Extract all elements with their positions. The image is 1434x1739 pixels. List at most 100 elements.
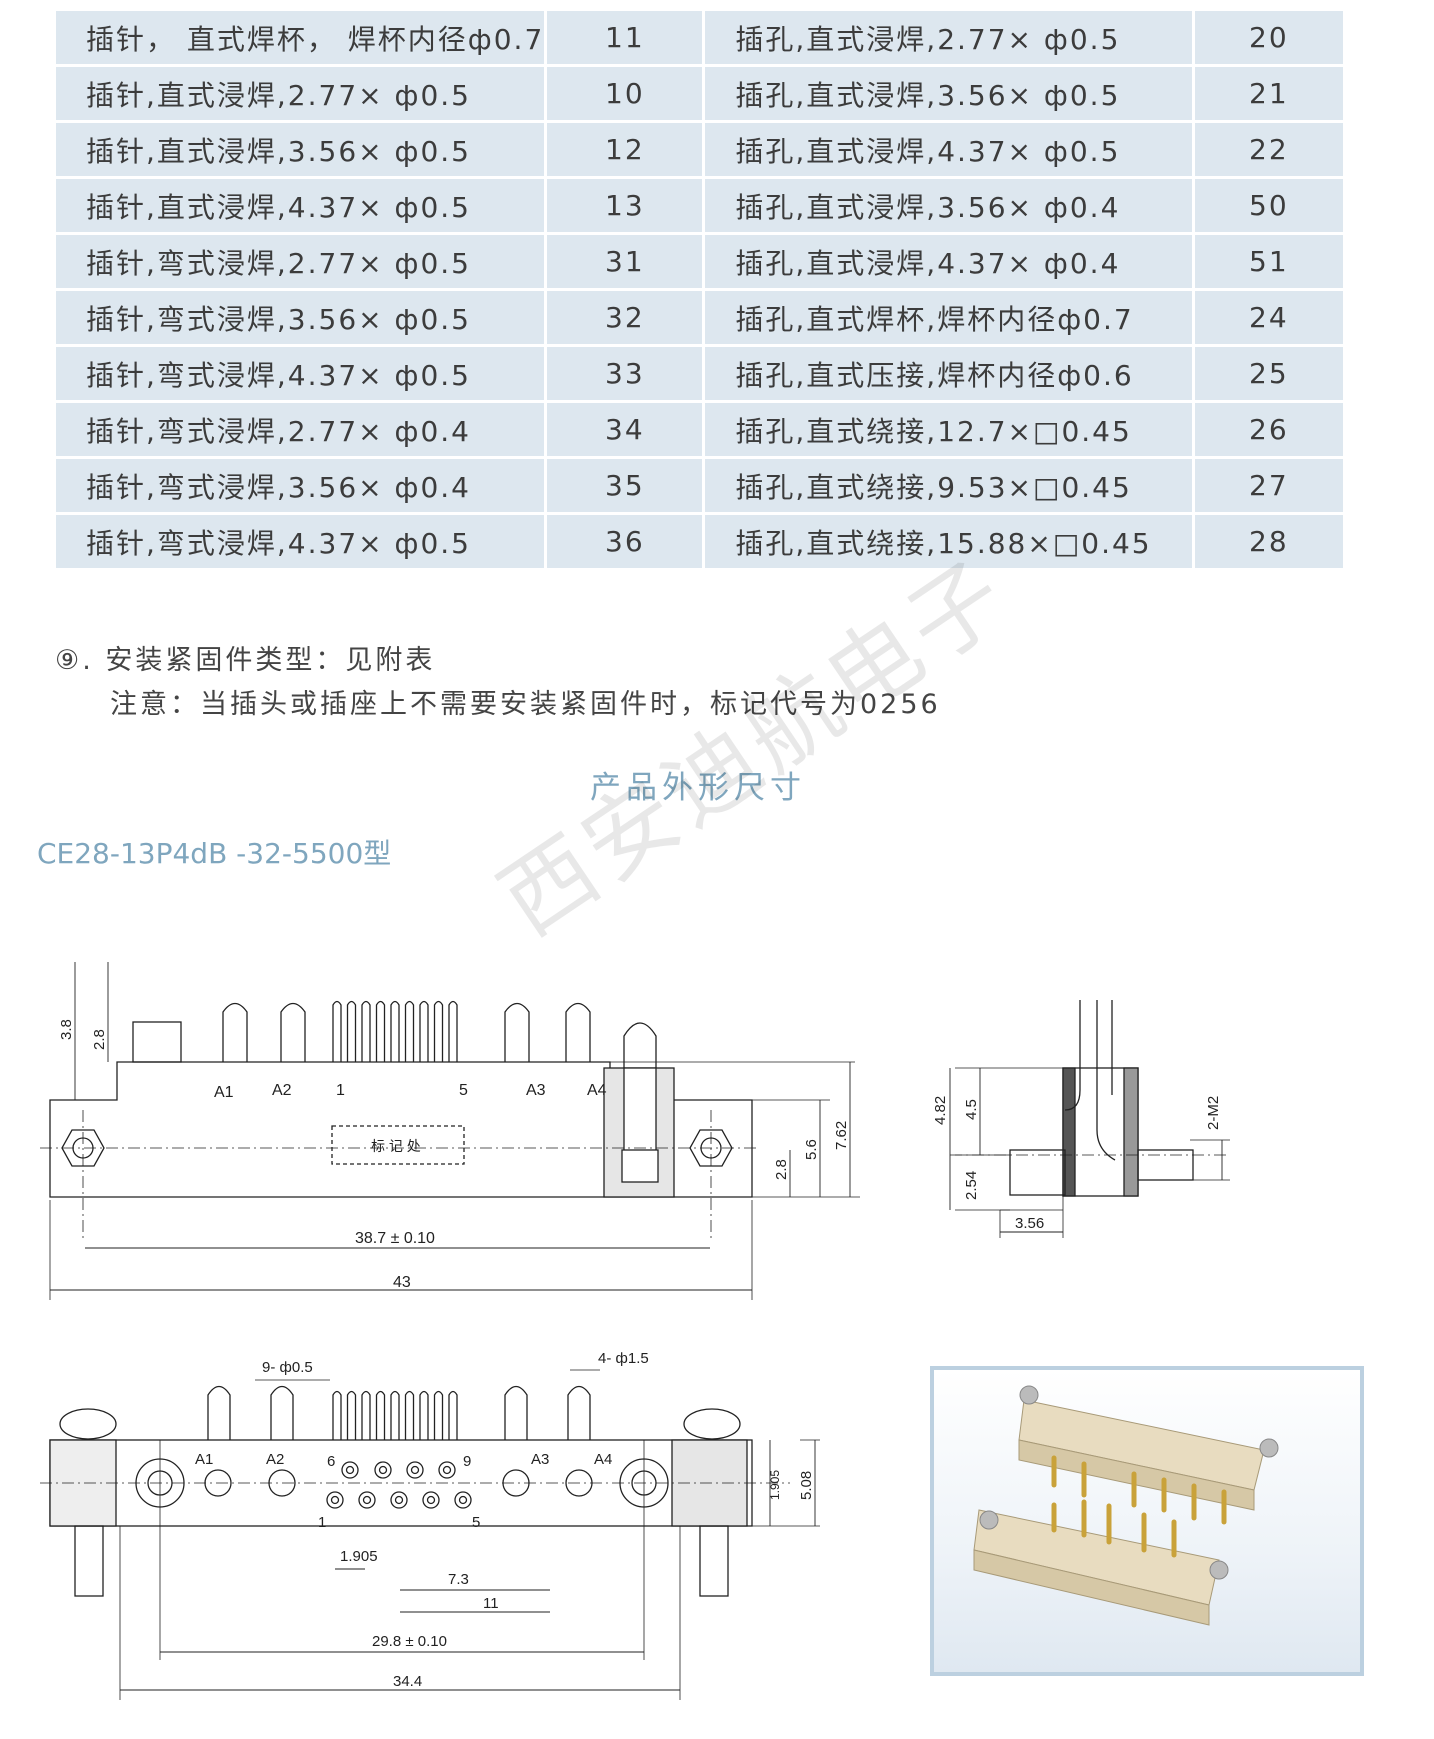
cell-description: 插针,弯式浸焊,3.56× ф0.4 <box>52 456 548 515</box>
cell-description: 插孔,直式绕接,15.88×□0.45 <box>702 512 1195 571</box>
cell-description: 插孔,直式浸焊,4.37× ф0.4 <box>702 232 1195 291</box>
contact-hole <box>454 1491 472 1509</box>
bottom-pin-label-a3: A3 <box>531 1451 549 1468</box>
signal-pin-bottom <box>361 1390 371 1440</box>
dim-4-phi: 4- ф1.5 <box>598 1350 649 1367</box>
cell-code: 26 <box>1191 400 1347 459</box>
cell-code: 32 <box>544 288 706 347</box>
cell-code: 27 <box>1191 456 1347 515</box>
cell-code: 36 <box>544 512 706 571</box>
bottom-pin-label-a4: A4 <box>594 1451 612 1468</box>
signal-pin <box>448 1000 458 1062</box>
cell-description: 插孔,直式焊杯,焊杯内径ф0.7 <box>702 288 1195 347</box>
cell-description: 插针,弯式浸焊,4.37× ф0.5 <box>52 512 548 571</box>
cell-description: 插针,弯式浸焊,2.77× ф0.5 <box>52 232 548 291</box>
cell-code: 24 <box>1191 288 1347 347</box>
cell-code: 28 <box>1191 512 1347 571</box>
dim-9-phi: 9- ф0.5 <box>262 1359 313 1376</box>
signal-pin <box>433 1000 444 1062</box>
signal-pin <box>404 1000 415 1062</box>
cell-code: 21 <box>1191 64 1347 123</box>
cell-description: 插孔,直式浸焊,4.37× ф0.5 <box>702 120 1195 179</box>
note-item9-detail: 注意：当插头或插座上不需要安装紧固件时，标记代号为0256 <box>110 689 941 720</box>
signal-pin-bottom <box>448 1390 458 1440</box>
cell-description: 插孔,直式浸焊,2.77× ф0.5 <box>702 8 1195 67</box>
cell-code: 34 <box>544 400 706 459</box>
signal-pin <box>346 1000 357 1062</box>
cell-code: 51 <box>1191 232 1347 291</box>
bottom-pin-label-a1: A1 <box>195 1451 213 1468</box>
contact-hole <box>326 1491 344 1509</box>
cell-code: 33 <box>544 344 706 403</box>
cell-code: 20 <box>1191 8 1347 67</box>
signal-pin <box>332 1000 342 1062</box>
product-photo <box>930 1366 1364 1676</box>
cell-code: 11 <box>544 8 706 67</box>
dim-5-6: 5.6 <box>803 1139 820 1160</box>
dim-1-905: 1.905 <box>340 1548 378 1565</box>
dim-4-5: 4.5 <box>963 1099 980 1120</box>
cell-description: 插针， 直式焊杯， 焊杯内径ф0.7 <box>52 8 548 67</box>
bottom-pin-label-a2: A2 <box>266 1451 284 1468</box>
signal-pin-bottom <box>390 1390 400 1440</box>
signal-pin <box>419 1000 429 1062</box>
signal-pin <box>361 1000 371 1062</box>
signal-pin-bottom <box>332 1390 342 1440</box>
contact-hole <box>406 1461 424 1479</box>
cell-description: 插针,直式浸焊,2.77× ф0.5 <box>52 64 548 123</box>
cell-description: 插针,弯式浸焊,4.37× ф0.5 <box>52 344 548 403</box>
cell-description: 插孔,直式压接,焊杯内径ф0.6 <box>702 344 1195 403</box>
cell-code: 13 <box>544 176 706 235</box>
dim-29-8: 29.8 ± 0.10 <box>372 1633 447 1650</box>
cell-description: 插孔,直式绕接,12.7×□0.45 <box>702 400 1195 459</box>
cell-code: 25 <box>1191 344 1347 403</box>
dim-7-62: 7.62 <box>833 1121 850 1150</box>
dim-2-8: 2.8 <box>91 1029 108 1050</box>
cell-code: 50 <box>1191 176 1347 235</box>
contact-hole <box>438 1461 456 1479</box>
cell-description: 插针,直式浸焊,4.37× ф0.5 <box>52 176 548 235</box>
front-view-drawing: 38.7 ± 0.10 43 A1 A2 1 5 A3 A4 标 记 处 3.8… <box>40 962 860 1300</box>
cell-code: 10 <box>544 64 706 123</box>
contact-hole <box>422 1491 440 1509</box>
pin-label-a1: A1 <box>214 1084 234 1101</box>
contact-hole <box>374 1461 392 1479</box>
dim-3-56: 3.56 <box>1015 1215 1044 1232</box>
cell-code: 22 <box>1191 120 1347 179</box>
signal-pin-bottom <box>346 1390 357 1440</box>
cell-description: 插孔,直式浸焊,3.56× ф0.4 <box>702 176 1195 235</box>
model-name: CE28-13P4dB -32-5500型 <box>37 837 392 870</box>
dim-2-m2: 2-M2 <box>1205 1096 1222 1130</box>
dim-43: 43 <box>393 1274 411 1291</box>
bottom-pin-label-6: 6 <box>327 1453 335 1470</box>
pin-label-a2: A2 <box>272 1082 292 1099</box>
dim-1-905-vertical: 1.905 <box>768 1470 782 1500</box>
cell-code: 35 <box>544 456 706 515</box>
contact-hole <box>358 1491 376 1509</box>
cell-description: 插针,直式浸焊,3.56× ф0.5 <box>52 120 548 179</box>
note-item9: ⑨. 安装紧固件类型：见附表 <box>55 645 436 676</box>
bottom-view-drawing: 9- ф0.5 4- ф1.5 A1 A2 6 9 A3 A4 1 5 1.90… <box>40 1350 820 1700</box>
section-title: 产品外形尺寸 <box>590 770 806 806</box>
dim-5-08: 5.08 <box>798 1471 815 1500</box>
bottom-pin-label-9: 9 <box>463 1453 471 1470</box>
pin-label-1: 1 <box>336 1082 345 1099</box>
bottom-pin-label-5: 5 <box>472 1514 480 1531</box>
dim-3-8: 3.8 <box>58 1019 75 1040</box>
signal-pin-bottom <box>433 1390 444 1440</box>
side-view-drawing: 4.82 4.5 2.54 3.56 2-M2 <box>932 1000 1230 1238</box>
dim-2-8b: 2.8 <box>773 1159 790 1180</box>
cell-description: 插针,弯式浸焊,2.77× ф0.4 <box>52 400 548 459</box>
dim-38-7: 38.7 ± 0.10 <box>355 1230 435 1247</box>
